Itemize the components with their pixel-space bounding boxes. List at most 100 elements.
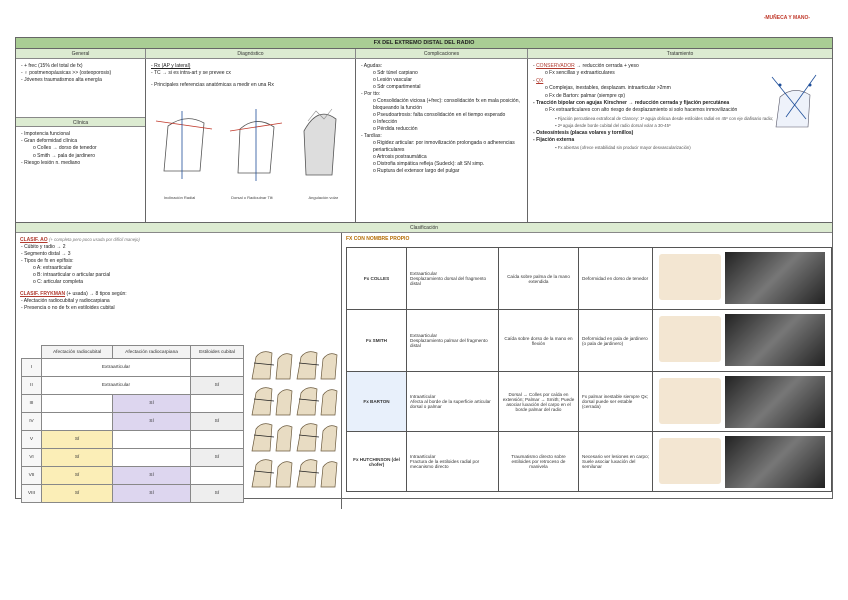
header-general: General <box>16 49 146 59</box>
top-row: + frec (15% del total de fx) ♀ postmenop… <box>16 59 832 223</box>
desc-type: Extraarticular <box>410 333 438 338</box>
fracture-deformity: Deformidad en pala de jardinero (o pala … <box>578 309 653 372</box>
trat-qx: QX <box>533 78 827 85</box>
xray-image <box>725 376 825 428</box>
col-header: Afectación radiocubital <box>40 345 114 359</box>
fracture-images <box>652 371 832 432</box>
cell-radiocarpiana: SÍ <box>112 412 191 431</box>
cell-radiocubital <box>40 412 114 431</box>
frykman-header-row: Afectación radiocubital Afectación radio… <box>21 345 245 359</box>
fracture-mechanism: Caída sobre palma de la mano extendida <box>498 247 579 310</box>
radial-inclination-diagram <box>155 111 213 179</box>
complicaciones-column: Agudas: Sdr túnel carpiano Lesión vascul… <box>356 59 528 222</box>
row-number: V <box>21 430 42 449</box>
trat-subitem: Fx de Barton: palmar (siempre qx) <box>533 93 827 100</box>
comp-item: Por tto: <box>361 91 522 98</box>
frykman-title: CLASIF. FRYKMAN <box>20 291 66 297</box>
comp-subitem: Sdr túnel carpiano <box>361 70 522 77</box>
general-item: ♀ postmenopáusicas >> (osteoporosis) <box>21 70 140 77</box>
comp-subitem: Infección <box>361 119 522 126</box>
anatomy-measure-diagrams <box>155 108 337 181</box>
fracture-deformity: Deformidad en dorso de tenedor <box>578 247 653 310</box>
clinica-subitem: Smith → pala de jardinero <box>21 153 140 160</box>
header-diagnostico: Diagnóstico <box>146 49 356 59</box>
summary-sheet: FX DEL EXTREMO DISTAL DEL RADIO General … <box>15 37 833 509</box>
cell-radiocarpiana: SÍ <box>112 394 191 413</box>
illustration-image <box>659 316 721 362</box>
row-number: IV <box>21 412 42 431</box>
header-tratamiento: Tratamiento <box>528 49 832 59</box>
illustration-image <box>659 254 721 300</box>
illustration-image <box>659 438 721 484</box>
cell-radiocubital: SÍ <box>40 484 114 503</box>
fracture-name: Fx HUTCHINSON (del chofer) <box>346 431 407 492</box>
frykman-item: Afectación radiocubital y radiocarpiana <box>21 298 336 305</box>
cell-estiloides <box>189 466 245 485</box>
desc-detail: Desplazamiento dorsal del fragmento dist… <box>410 276 487 286</box>
diagnostico-column: Rx (AP y lateral) TC → si es intra-art y… <box>146 59 356 222</box>
ao-note: (+ completa pero poco usada por difícil … <box>48 237 140 242</box>
header-complicaciones: Complicaciones <box>356 49 528 59</box>
clinica-list: Impotencia funcional Gran deformidad clí… <box>16 127 145 171</box>
general-item: + frec (15% del total de fx) <box>21 63 140 70</box>
ao-subitem: A: extraarticular <box>21 265 336 272</box>
desc-detail: Desplazamiento palmar del fragmento dist… <box>410 338 488 348</box>
cell-radiocubital: SÍ <box>40 466 114 485</box>
clinica-subitem: Colles → dorso de tenedor <box>21 145 140 152</box>
comp-subitem: Distrofia simpática refleja (Sudeck): al… <box>361 161 522 168</box>
header-clinica: Clínica <box>16 117 145 127</box>
desc-type: Intraarticular <box>410 454 436 459</box>
trat-conservador: CONSERVADOR → reducción cerrada + yeso <box>533 63 827 70</box>
ao-item: Cúbito y radio → 2 <box>21 244 336 251</box>
cell-estiloides <box>189 394 245 413</box>
tratamiento-list: CONSERVADOR → reducción cerrada + yeso F… <box>528 59 832 156</box>
kirschner-wire-diagram <box>771 74 817 128</box>
desc-type: Intraarticular <box>410 394 436 399</box>
comp-item: Tardías: <box>361 133 522 140</box>
general-column: + frec (15% del total de fx) ♀ postmenop… <box>16 59 146 222</box>
cell-estiloides: SÍ <box>189 376 245 395</box>
frykman-bone-illustrations <box>251 351 338 488</box>
ao-frykman-column: CLASIF. AO (+ completa pero poco usada p… <box>16 233 342 509</box>
section-headers: General Diagnóstico Complicaciones Trata… <box>16 49 832 59</box>
frykman-table: Afectación radiocubital Afectación radio… <box>21 345 245 503</box>
dorsal-tilt-diagram <box>229 109 283 181</box>
trat-subitem: Fx extraarticulares con alto riesgo de d… <box>533 107 827 114</box>
trat-item: Fijación externa <box>533 137 827 144</box>
frykman-item: Presencia o no de fx en estiloides cubit… <box>21 305 336 312</box>
row-number: VI <box>21 448 42 467</box>
cell-radiocarpiana <box>112 430 191 449</box>
ao-list: Cúbito y radio → 2 Segmento distal → 3 T… <box>16 244 341 290</box>
cell-estiloides: SÍ <box>189 484 245 503</box>
fracture-deformity: Necesario ver lesiones en carpo; Suele a… <box>578 431 653 492</box>
comp-subitem: Sdr compartimental <box>361 84 522 91</box>
general-list: + frec (15% del total de fx) ♀ postmenop… <box>16 59 145 117</box>
ao-subitem: C: articular completa <box>21 279 336 286</box>
desc-detail: Fractura de la estiloides radial por mec… <box>410 459 480 469</box>
caption: Inclinación Radial <box>163 195 196 200</box>
wrist-bone-illustration <box>251 459 293 488</box>
ao-title: CLASIF. AO <box>20 237 48 243</box>
topic-tag: -MUÑECA Y MANO- <box>763 15 810 21</box>
cell-estiloides: SÍ <box>189 412 245 431</box>
wrist-bone-illustration <box>296 423 338 452</box>
ao-block: CLASIF. AO (+ completa pero poco usada p… <box>16 233 341 244</box>
cell-radiocubital: Extraarticular <box>41 358 191 377</box>
comp-subitem: Lesión vascular <box>361 77 522 84</box>
xray-image <box>725 436 825 488</box>
tratamiento-column: CONSERVADOR → reducción cerrada + yeso F… <box>528 59 832 222</box>
diagnostico-list: Rx (AP y lateral) TC → si es intra-art y… <box>146 59 355 94</box>
cell-radiocarpiana <box>112 448 191 467</box>
complicaciones-list: Agudas: Sdr túnel carpiano Lesión vascul… <box>356 59 527 179</box>
sheet-title: FX DEL EXTREMO DISTAL DEL RADIO <box>16 38 832 49</box>
